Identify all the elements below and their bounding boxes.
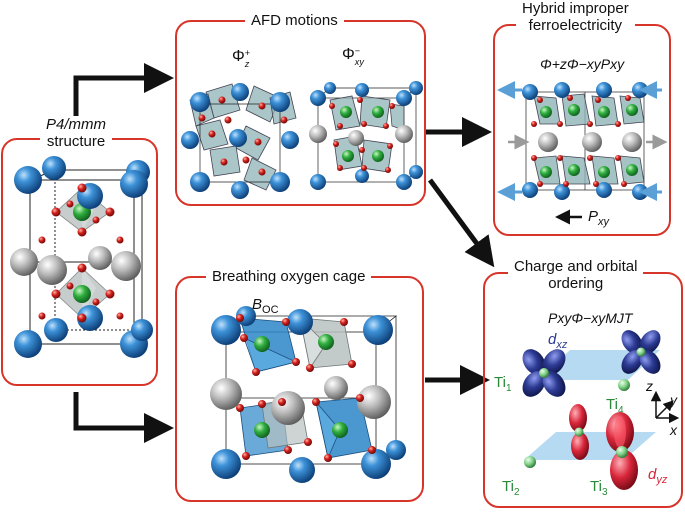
ti3-base: Ti xyxy=(590,478,602,495)
coo-diagram xyxy=(522,330,680,490)
ti2-label: Ti2 xyxy=(502,478,520,498)
phi-z-sub: z xyxy=(244,59,250,69)
arrow-afd-to-coo xyxy=(427,178,495,268)
hif-formula: Φ+zΦ−xyPxy xyxy=(540,56,625,72)
pxy-sub: xy xyxy=(598,216,610,228)
panel-boc xyxy=(175,276,424,502)
pxy-label: Pxy xyxy=(588,208,609,228)
phi-xy-sub: xy xyxy=(354,57,364,67)
ti1-sub: 1 xyxy=(505,383,512,394)
axes-icon xyxy=(650,390,680,424)
p4mmm-title-line2: structure xyxy=(46,133,106,150)
boc-label-sub: OC xyxy=(262,304,279,316)
panel-afd xyxy=(175,20,426,206)
dxz-base: d xyxy=(548,331,557,348)
phi-xy-base: Φ xyxy=(342,46,355,63)
ti4-sub: 4 xyxy=(617,405,624,416)
hif-title: Hybrid improper ferroelectricity xyxy=(516,0,635,34)
flow-arrows xyxy=(73,63,495,443)
afd-phi-xy-structure xyxy=(309,81,423,190)
dyz-orbital-ti3 xyxy=(606,412,638,490)
dxz-orbital-ti1 xyxy=(522,349,566,397)
phi-z-base: Φ xyxy=(232,48,245,65)
dyz-base: d xyxy=(648,466,657,483)
axis-z-label: z xyxy=(646,378,653,394)
panel-p4mmm xyxy=(1,138,158,386)
axis-x-label: x xyxy=(670,422,677,438)
pxy-base: P xyxy=(588,208,599,225)
phi-z-label: Φ+z xyxy=(232,48,250,70)
ti4-label: Ti4 xyxy=(606,396,624,416)
dyz-sub: yz xyxy=(656,474,668,486)
hif-title-line2: ferroelectricity xyxy=(528,17,623,34)
ti2-atom xyxy=(524,456,536,468)
phi-xy-label: Φ−xy xyxy=(342,46,364,68)
coo-formula: PxyΦ−xyMJT xyxy=(548,310,633,326)
arrow-to-afd xyxy=(73,63,174,132)
dyz-label: dyz xyxy=(648,466,667,486)
p4mmm-title: P4/mmm structure xyxy=(40,116,112,150)
dxz-sub: xz xyxy=(556,339,568,351)
p4mmm-crystal xyxy=(10,156,153,358)
boc-label: BOC xyxy=(252,296,279,316)
coo-title: Charge and orbital ordering xyxy=(508,258,644,292)
hif-title-line1: Hybrid improper xyxy=(522,0,629,17)
coo-title-line2: ordering xyxy=(548,275,604,292)
afd-title: AFD motions xyxy=(245,12,344,29)
hif-displacement-arrows xyxy=(497,81,668,225)
ti3-sub: 3 xyxy=(601,487,608,498)
phi-z-sup: + xyxy=(244,48,251,58)
arrow-to-boc xyxy=(73,392,174,443)
ti2-base: Ti xyxy=(502,478,514,495)
ti1-base: Ti xyxy=(494,374,506,391)
ti2-sub: 2 xyxy=(513,487,520,498)
ti4-atom xyxy=(618,379,630,391)
dyz-orbital-upper xyxy=(569,404,589,460)
ti4-base: Ti xyxy=(606,396,618,413)
boc-title: Breathing oxygen cage xyxy=(206,268,372,285)
boc-structure xyxy=(210,306,406,483)
ti1-label: Ti1 xyxy=(494,374,512,394)
dxz-orbital-upper-right xyxy=(621,330,661,374)
afd-phi-z-structure xyxy=(181,83,299,199)
ti3-label: Ti3 xyxy=(590,478,608,498)
hif-structure xyxy=(522,82,648,200)
dxz-label: dxz xyxy=(548,331,567,351)
p4mmm-title-line1: P4/mmm xyxy=(46,116,106,133)
axis-y-label: y xyxy=(670,392,677,408)
coo-title-line1: Charge and orbital xyxy=(514,258,638,275)
phi-xy-sup: − xyxy=(354,46,361,56)
boc-label-base: B xyxy=(252,296,263,313)
